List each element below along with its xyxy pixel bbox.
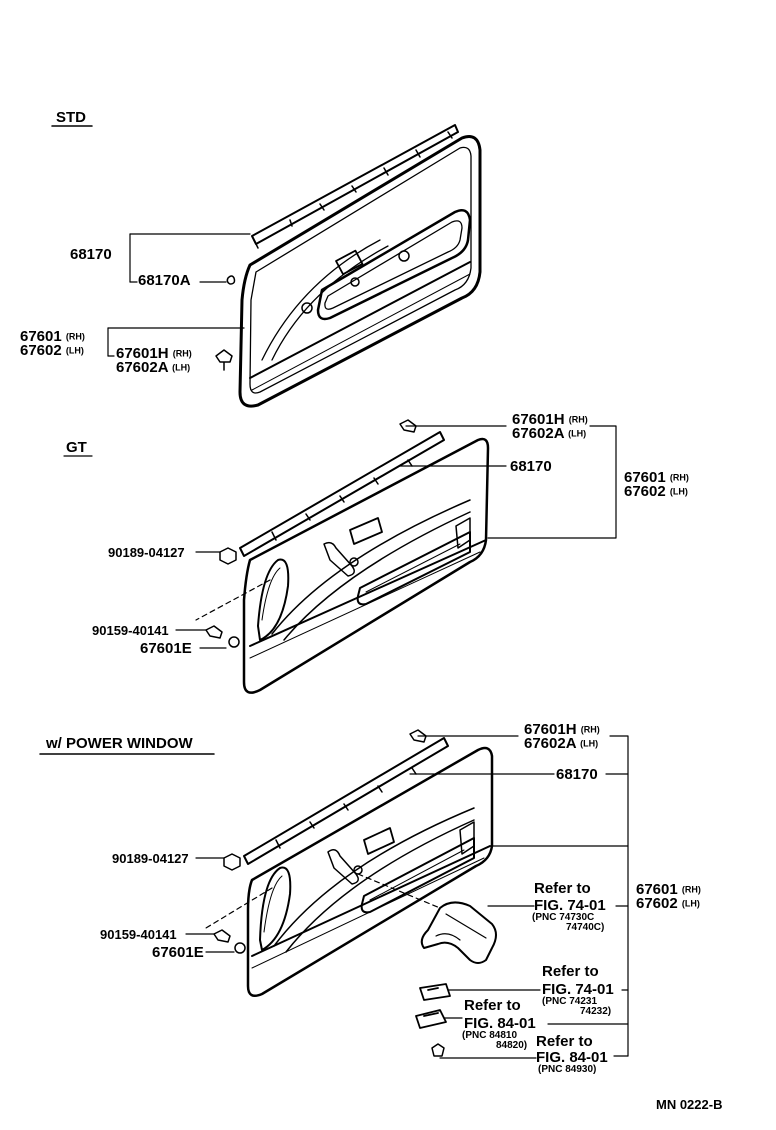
pw-ref3-refer-to: Refer to: [464, 997, 521, 1014]
section-title-gt: GT: [66, 439, 87, 456]
std-part-67601h: 67601H (RH): [116, 346, 192, 362]
pw-part-67602a-side: (LH): [580, 738, 599, 749]
pw-ref3-pnc2: 84820): [496, 1040, 528, 1051]
pw-ref1-refer-to: Refer to: [534, 880, 591, 897]
pw-ref2-figure: FIG. 74-01: [542, 981, 614, 998]
gt-part-90189-04127: 90189-04127: [108, 545, 185, 560]
pw-ref4-figure: FIG. 84-01: [536, 1049, 608, 1066]
std-screw: [215, 349, 233, 371]
gt-part-67601: 67601 (RH): [624, 470, 689, 486]
std-part-67601h-number: 67601H: [116, 345, 169, 362]
pw-part-67602a-number: 67602A: [524, 735, 576, 752]
pw-ref2-pnc2: 74232): [580, 1006, 612, 1017]
pw-ref4-refer-to: Refer to: [536, 1033, 593, 1050]
pw-part-67602a: 67602A (LH): [524, 736, 598, 752]
gt-cap-67601e: [228, 636, 240, 648]
gt-part-67601e: 67601E: [140, 640, 192, 657]
pw-small-cap: [431, 1043, 445, 1057]
pw-ref3-pnc: (PNC 84810: [462, 1030, 518, 1041]
std-part-67601-side: (RH): [65, 331, 85, 342]
pw-part-90159-40141: 90159-40141: [100, 927, 177, 942]
pw-pull-handle-detail: [435, 913, 487, 941]
gt-part-67601h: 67601H (RH): [512, 412, 588, 428]
section-title-power-window: w/ POWER WINDOW: [46, 735, 193, 752]
std-part-67602-number: 67602: [20, 342, 62, 359]
gt-part-67602a-side: (LH): [568, 428, 587, 439]
std-part-67602: 67602 (LH): [20, 343, 84, 359]
pw-ref1-figure: FIG. 74-01: [534, 897, 606, 914]
pw-part-90189-04127: 90189-04127: [112, 851, 189, 866]
std-part-68170a: 68170A: [138, 272, 191, 289]
pw-weatherstrip: [243, 737, 449, 865]
std-leaders: [107, 233, 251, 357]
gt-part-67602a: 67602A (LH): [512, 426, 586, 442]
gt-clip-90189: [219, 547, 237, 565]
pw-part-67602: 67602 (LH): [636, 896, 700, 912]
gt-screw-90159: [205, 625, 223, 639]
pw-switch-bezel: [419, 983, 451, 1001]
pw-cap-67601e: [234, 942, 246, 954]
drawing-code: MN 0222-B: [656, 1097, 723, 1112]
std-door-trim-panel: [238, 135, 482, 408]
section-title-std: STD: [56, 109, 86, 126]
pw-pull-handle: [420, 901, 497, 964]
std-clip-68170a: [226, 275, 236, 285]
gt-screw-top: [399, 419, 417, 433]
pw-ref4-pnc: (PNC 84930): [538, 1064, 597, 1075]
pw-screw-90159: [213, 929, 231, 943]
gt-weatherstrip: [239, 431, 445, 557]
pw-ref1-pnc: (PNC 74730C: [532, 912, 595, 923]
gt-part-90159-40141: 90159-40141: [92, 623, 169, 638]
std-part-67602-side: (LH): [65, 345, 84, 356]
gt-door-trim-panel: [242, 437, 490, 694]
std-part-68170: 68170: [70, 246, 112, 263]
gt-part-67601-side: (RH): [669, 472, 689, 483]
gt-part-67602: 67602 (LH): [624, 484, 688, 500]
pw-part-68170: 68170: [556, 766, 598, 783]
pw-handle-dash: [357, 873, 441, 909]
gt-part-68170: 68170: [510, 458, 552, 475]
pw-door-trim-panel: [246, 746, 494, 997]
pw-clip-90189: [223, 853, 241, 871]
std-part-67601: 67601 (RH): [20, 329, 85, 345]
gt-part-67601-number: 67601: [624, 469, 666, 486]
std-part-67601-number: 67601: [20, 328, 62, 345]
pw-screw-top: [409, 729, 427, 743]
pw-part-67601-number: 67601: [636, 881, 678, 898]
gt-part-67601h-number: 67601H: [512, 411, 565, 428]
gt-leaders: [175, 425, 617, 649]
pw-ref1-pnc2: 74740C): [566, 922, 605, 933]
pw-part-67601h: 67601H (RH): [524, 722, 600, 738]
pw-leaders: [185, 735, 629, 1059]
std-weatherstrip: [251, 124, 459, 249]
gt-part-67601h-side: (RH): [568, 414, 588, 425]
std-part-67602a-number: 67602A: [116, 359, 168, 376]
pw-part-67602-number: 67602: [636, 895, 678, 912]
pw-ref3-figure: FIG. 84-01: [464, 1015, 536, 1032]
std-part-67602a: 67602A (LH): [116, 360, 190, 376]
pw-part-67601e: 67601E: [152, 944, 204, 961]
gt-part-67602-side: (LH): [669, 486, 688, 497]
pw-part-67601-side: (RH): [681, 884, 701, 895]
pw-part-67602-side: (LH): [681, 898, 700, 909]
pw-ref2-refer-to: Refer to: [542, 963, 599, 980]
pw-part-67601h-side: (RH): [580, 724, 600, 735]
pw-part-67601h-number: 67601H: [524, 721, 577, 738]
pw-part-67601: 67601 (RH): [636, 882, 701, 898]
gt-part-67602a-number: 67602A: [512, 425, 564, 442]
gt-part-67602-number: 67602: [624, 483, 666, 500]
pw-switch: [415, 1009, 447, 1029]
std-part-67602a-side: (LH): [172, 362, 191, 373]
pw-ref2-pnc: (PNC 74231: [542, 996, 598, 1007]
std-part-67601h-side: (RH): [172, 348, 192, 359]
